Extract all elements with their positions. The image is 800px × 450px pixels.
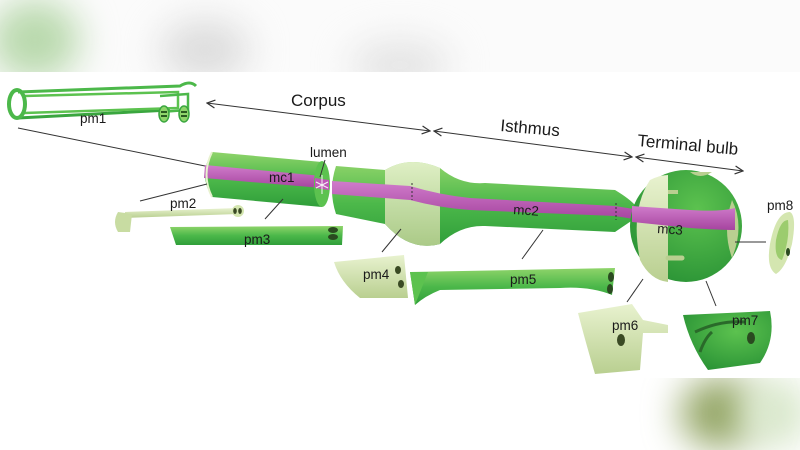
- blurred-top-band: [0, 0, 800, 72]
- label-pm3: pm3: [244, 232, 270, 247]
- label-pm1: pm1: [80, 111, 106, 126]
- pharynx-diagram: Corpus Isthmus Terminal bulb lumen mc1 m…: [0, 72, 800, 378]
- pm2-shape: [115, 205, 244, 232]
- label-isthmus: Isthmus: [500, 116, 561, 140]
- pm2-leader-line: [139, 183, 208, 202]
- pm3-shape: [170, 226, 343, 245]
- label-pm8: pm8: [767, 198, 793, 213]
- label-lumen: lumen: [310, 145, 347, 160]
- mc3-bulb: [630, 170, 742, 282]
- label-mc1: mc1: [269, 170, 295, 185]
- label-mc3: mc3: [657, 221, 683, 238]
- pm5-shape: [410, 268, 615, 305]
- label-pm2: pm2: [170, 196, 196, 211]
- label-pm4: pm4: [363, 267, 390, 282]
- pm3-leader-line: [264, 198, 284, 220]
- mc2-body: [332, 161, 640, 246]
- blur-blob-green: [0, 0, 80, 72]
- label-mc2: mc2: [513, 202, 539, 219]
- region-arrows: [207, 103, 743, 171]
- diagram-svg: Corpus Isthmus Terminal bulb lumen mc1 m…: [7, 81, 795, 374]
- pm4-leader-line: [381, 228, 402, 253]
- pm6-leader-line: [626, 278, 644, 303]
- blur-blob-gray: [350, 40, 450, 72]
- label-pm7: pm7: [732, 313, 758, 328]
- blur-blob-light: [740, 378, 800, 448]
- pm4-shape: [334, 255, 408, 298]
- pm8-shape: [768, 212, 795, 274]
- pm1-leader-line: [17, 127, 206, 167]
- pm7-shape: [683, 311, 772, 370]
- pm6-shape: [578, 304, 668, 374]
- pm1-shape: [7, 81, 198, 123]
- blurred-bottom-band: [0, 378, 800, 450]
- mc1-cylinder: [204, 151, 330, 207]
- label-pm6: pm6: [612, 318, 638, 333]
- label-corpus: Corpus: [291, 91, 346, 110]
- lumen-leader-line: [319, 159, 326, 178]
- pm7-leader-line: [705, 280, 717, 307]
- label-terminal-bulb: Terminal bulb: [637, 131, 739, 159]
- label-pm5: pm5: [510, 272, 536, 287]
- pm5-leader-line: [521, 229, 544, 260]
- blur-blob-gray: [160, 20, 250, 72]
